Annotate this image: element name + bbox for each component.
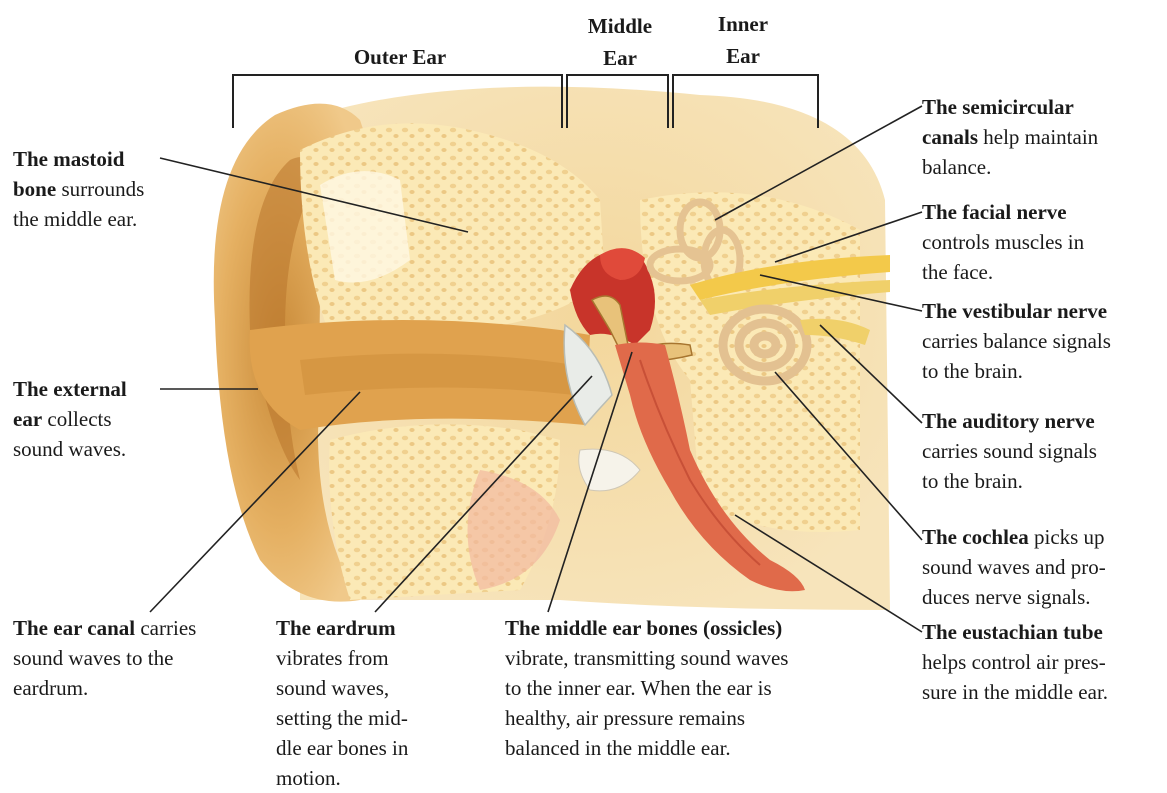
mastoid-term: The mastoid — [13, 147, 124, 171]
ossicles-desc-2: to the inner ear. When the ear is — [505, 673, 885, 703]
eardrum-desc-4: dle ear bones in — [276, 733, 476, 763]
section-inner-ear: Inner Ear — [683, 8, 803, 72]
facial-desc-1: controls muscles in — [922, 227, 1162, 257]
mastoid-desc: surrounds — [56, 177, 144, 201]
label-external-ear: The external ear collects sound waves. — [13, 374, 203, 464]
section-outer-ear-text: Outer Ear — [354, 45, 446, 69]
auditory-desc-2: to the brain. — [922, 466, 1162, 496]
label-mastoid-bone: The mastoid bone surrounds the middle ea… — [13, 144, 203, 234]
section-middle-ear-line2: Ear — [560, 42, 680, 74]
ossicles-desc-3: healthy, air pressure remains — [505, 703, 885, 733]
label-vestibular-nerve: The vestibular nerve carries balance sig… — [922, 296, 1167, 386]
eardrum-desc-3: setting the mid- — [276, 703, 476, 733]
section-inner-ear-line2: Ear — [683, 40, 803, 72]
auditory-desc-1: carries sound signals — [922, 436, 1162, 466]
semicircular-term: The semicircular — [922, 95, 1074, 119]
semicircular-desc-2: balance. — [922, 152, 1162, 182]
external-term-2: ear — [13, 407, 42, 431]
eardrum-desc-2: sound waves, — [276, 673, 476, 703]
ossicles-term: The middle ear bones (ossicles) — [505, 616, 782, 640]
canal-desc: carries — [135, 616, 196, 640]
eustachian-term: The eustachian tube — [922, 620, 1103, 644]
canal-desc-2: sound waves to the — [13, 643, 253, 673]
external-desc: collects — [42, 407, 111, 431]
mastoid-term-2: bone — [13, 177, 56, 201]
ossicles-desc-1: vibrate, transmitting sound waves — [505, 643, 885, 673]
ossicles-desc-4: balanced in the middle ear. — [505, 733, 885, 763]
section-inner-ear-line1: Inner — [683, 8, 803, 40]
vestibular-desc-2: to the brain. — [922, 356, 1167, 386]
canal-term: The ear canal — [13, 616, 135, 640]
vestibular-desc-1: carries balance signals — [922, 326, 1167, 356]
cochlea-term: The cochlea — [922, 525, 1029, 549]
section-middle-ear-line1: Middle — [560, 10, 680, 42]
eardrum-desc-5: motion. — [276, 763, 476, 793]
external-desc-2: sound waves. — [13, 434, 203, 464]
label-facial-nerve: The facial nerve controls muscles in the… — [922, 197, 1162, 287]
auditory-term: The auditory nerve — [922, 409, 1095, 433]
label-ossicles: The middle ear bones (ossicles) vibrate,… — [505, 613, 885, 763]
label-eardrum: The eardrum vibrates from sound waves, s… — [276, 613, 476, 793]
eardrum-desc-1: vibrates from — [276, 643, 476, 673]
eustachian-desc-1: helps control air pres- — [922, 647, 1167, 677]
section-outer-ear: Outer Ear — [330, 42, 470, 72]
label-auditory-nerve: The auditory nerve carries sound signals… — [922, 406, 1162, 496]
eustachian-desc-2: sure in the middle ear. — [922, 677, 1167, 707]
cochlea-desc: picks up — [1029, 525, 1105, 549]
semicircular-desc: help maintain — [978, 125, 1098, 149]
eardrum-term: The eardrum — [276, 616, 396, 640]
cochlea-desc-1: sound waves and pro- — [922, 552, 1162, 582]
vestibular-term: The vestibular nerve — [922, 299, 1107, 323]
external-term: The external — [13, 377, 127, 401]
section-middle-ear: Middle Ear — [560, 10, 680, 74]
label-cochlea: The cochlea picks up sound waves and pro… — [922, 522, 1162, 612]
semicircular-term-2: canals — [922, 125, 978, 149]
label-semicircular-canals: The semicircular canals help maintain ba… — [922, 92, 1162, 182]
canal-desc-3: eardrum. — [13, 673, 253, 703]
label-eustachian-tube: The eustachian tube helps control air pr… — [922, 617, 1167, 707]
label-ear-canal: The ear canal carries sound waves to the… — [13, 613, 253, 703]
facial-term: The facial nerve — [922, 200, 1067, 224]
facial-desc-2: the face. — [922, 257, 1162, 287]
mastoid-desc-2: the middle ear. — [13, 204, 203, 234]
cochlea-desc-2: duces nerve signals. — [922, 582, 1162, 612]
